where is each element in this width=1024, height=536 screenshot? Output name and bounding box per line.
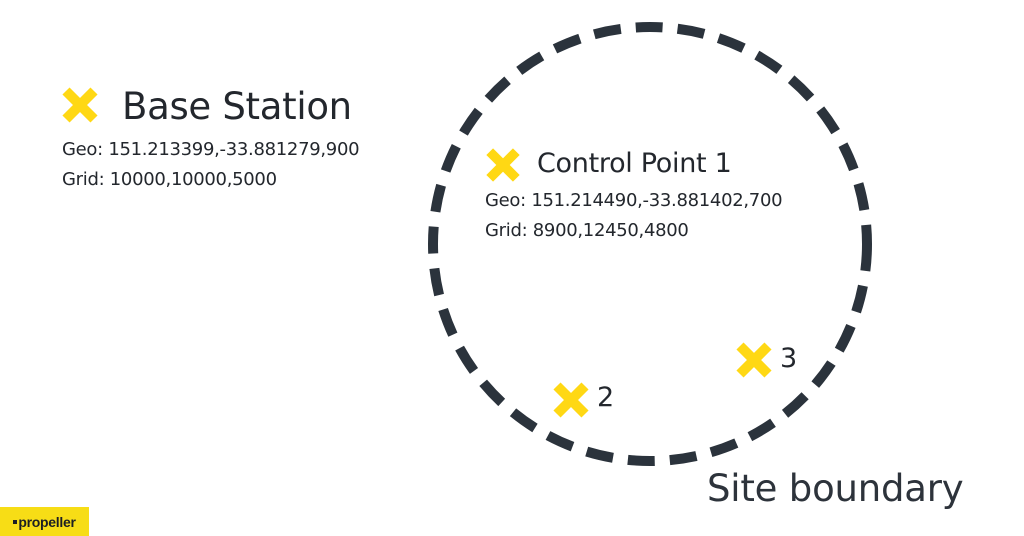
control-point-2-label: 2	[597, 382, 615, 413]
logo-dot-icon	[13, 519, 18, 524]
x-marker-icon	[62, 87, 98, 123]
base-station-geo: Geo: 151.213399,-33.881279,900	[62, 139, 360, 160]
base-station-title: Base Station	[122, 85, 352, 128]
control-point-1-grid: Grid: 8900,12450,4800	[485, 220, 689, 241]
base-station-grid: Grid: 10000,10000,5000	[62, 169, 277, 190]
logo-text: propeller	[18, 513, 76, 530]
x-marker-icon	[553, 382, 589, 418]
x-marker-icon	[736, 342, 772, 378]
x-marker-icon	[486, 148, 520, 182]
site-boundary-label: Site boundary	[707, 467, 964, 510]
control-point-3-label: 3	[780, 343, 798, 374]
control-point-1-geo: Geo: 151.214490,-33.881402,700	[485, 190, 783, 211]
control-point-1-title: Control Point 1	[537, 148, 732, 179]
propeller-logo: propeller	[0, 507, 89, 536]
